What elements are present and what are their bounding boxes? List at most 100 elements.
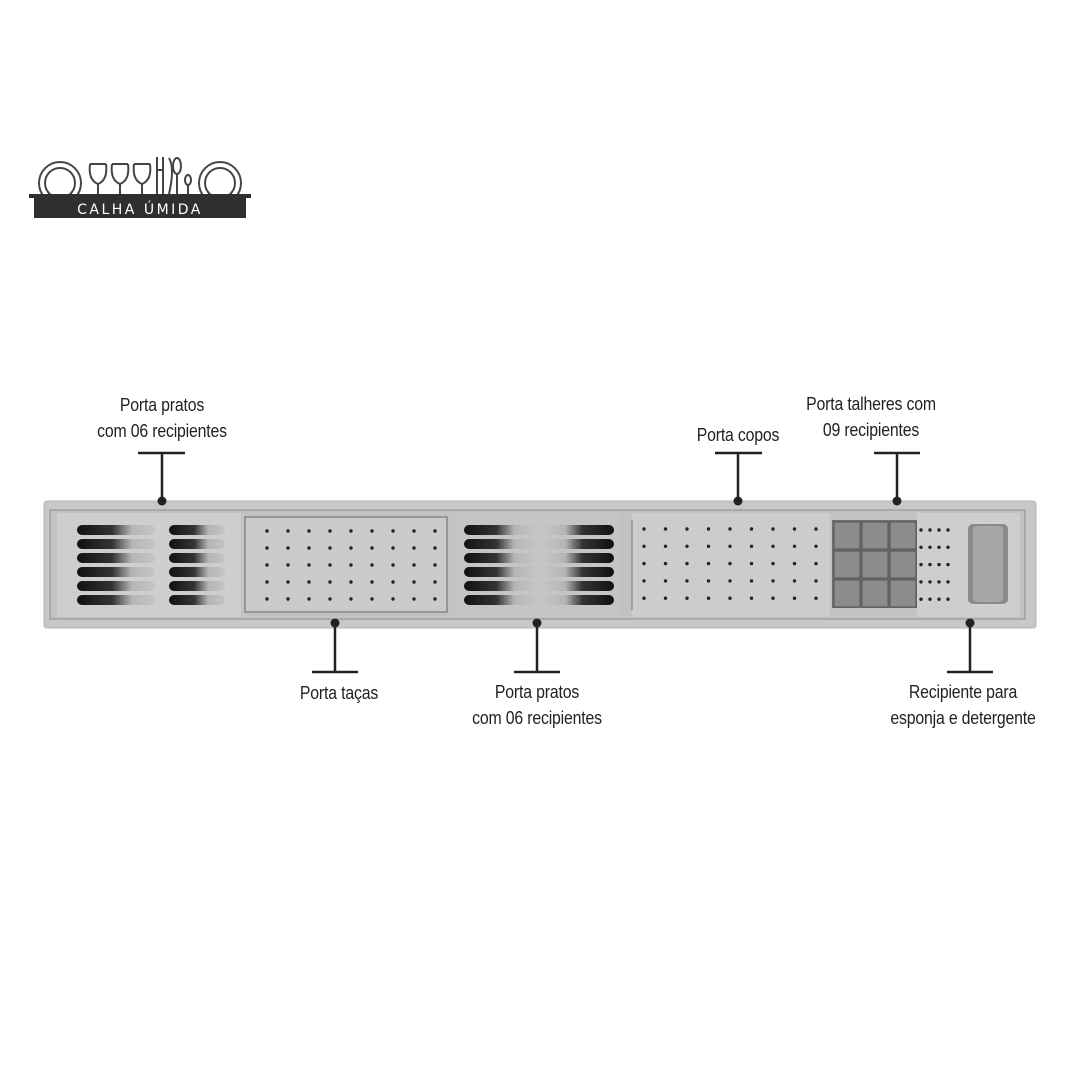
drain-hole bbox=[328, 563, 332, 567]
drain-hole bbox=[412, 597, 416, 601]
drain-hole bbox=[391, 580, 395, 584]
drain-hole bbox=[728, 596, 732, 600]
drain-hole bbox=[370, 546, 374, 550]
drain-hole bbox=[937, 545, 941, 549]
plate-slot bbox=[169, 595, 225, 605]
plate-slot bbox=[464, 581, 536, 591]
cutlery-compartment bbox=[889, 579, 917, 608]
drain-hole bbox=[928, 528, 932, 532]
drain-hole bbox=[391, 546, 395, 550]
drain-hole bbox=[663, 544, 668, 548]
plate-slot bbox=[169, 567, 225, 577]
callout-top-2-line1: Porta copos bbox=[696, 425, 780, 445]
drain-hole bbox=[792, 579, 797, 583]
drain-hole bbox=[349, 546, 353, 550]
plate-slot bbox=[169, 581, 225, 591]
drain-hole bbox=[412, 580, 416, 584]
plate-slot bbox=[544, 581, 614, 591]
plate-slot bbox=[77, 581, 155, 591]
drain-hole bbox=[370, 580, 374, 584]
plate-slot bbox=[464, 525, 536, 535]
drain-hole bbox=[286, 546, 290, 550]
cutlery-compartment bbox=[889, 521, 917, 550]
drain-hole bbox=[328, 597, 332, 601]
drain-hole bbox=[642, 596, 646, 600]
logo-text: CALHA ÚMIDA bbox=[77, 200, 203, 218]
drain-hole bbox=[685, 544, 689, 548]
callout-bottom-1: Porta taças bbox=[300, 680, 378, 706]
callout-top-1: Porta pratos com 06 recipientes bbox=[97, 392, 227, 444]
drain-hole bbox=[814, 579, 818, 583]
plate-slot bbox=[544, 539, 614, 549]
drain-hole bbox=[370, 529, 374, 533]
drain-hole bbox=[307, 580, 311, 584]
callout-bottom-3-line2: esponja e detergente bbox=[890, 708, 1036, 728]
glass-holder bbox=[244, 516, 448, 613]
drain-hole bbox=[919, 528, 923, 532]
drain-hole bbox=[307, 529, 311, 533]
drain-hole bbox=[412, 529, 416, 533]
drain-hole bbox=[946, 580, 950, 584]
callout-bottom-3-line1: Recipiente para bbox=[908, 682, 1018, 702]
drain-hole bbox=[749, 579, 754, 583]
callout-bottom-1-line1: Porta taças bbox=[299, 683, 379, 703]
drain-hole bbox=[349, 580, 353, 584]
callout-bottom-2-line2: com 06 recipientes bbox=[472, 708, 602, 728]
cutlery-compartment bbox=[833, 550, 861, 579]
callout-dot bbox=[330, 618, 340, 628]
plate-slot bbox=[77, 553, 155, 563]
drain-hole bbox=[946, 545, 950, 549]
drain-hole bbox=[749, 544, 754, 548]
callout-dot bbox=[157, 496, 167, 506]
callout-top-3: Porta talheres com 09 recipientes bbox=[806, 391, 936, 443]
callout-bottom-3: Recipiente para esponja e detergente bbox=[890, 679, 1035, 731]
drain-hole bbox=[286, 529, 290, 533]
drain-hole bbox=[663, 561, 668, 566]
drain-hole bbox=[642, 527, 646, 531]
callout-lines bbox=[138, 451, 993, 674]
tray bbox=[43, 500, 1037, 629]
drain-hole bbox=[663, 579, 668, 583]
drain-hole bbox=[771, 527, 775, 531]
drain-hole bbox=[706, 544, 711, 548]
callout-top-3-line2: 09 recipientes bbox=[822, 420, 920, 440]
callout-dot bbox=[965, 618, 975, 628]
drain-hole bbox=[749, 561, 754, 566]
plate-slot bbox=[544, 567, 614, 577]
drain-hole bbox=[412, 563, 416, 567]
drain-hole bbox=[685, 527, 689, 531]
drain-hole bbox=[928, 597, 932, 601]
drain-hole bbox=[391, 597, 395, 601]
drain-hole bbox=[771, 544, 775, 548]
callout-top-2: Porta copos bbox=[697, 422, 780, 448]
drain-hole bbox=[370, 597, 374, 601]
drain-hole bbox=[685, 579, 689, 583]
plate-slot bbox=[464, 567, 536, 577]
drain-hole bbox=[307, 563, 311, 567]
callout-bottom-2-line1: Porta pratos bbox=[494, 682, 580, 702]
drain-hole bbox=[928, 580, 932, 584]
plate-slot bbox=[169, 553, 225, 563]
drain-hole bbox=[642, 561, 646, 566]
drain-hole bbox=[307, 597, 311, 601]
drain-hole bbox=[946, 597, 950, 601]
drain-hole bbox=[286, 563, 290, 567]
drain-hole bbox=[919, 562, 923, 567]
plate-slot bbox=[464, 553, 536, 563]
drain-hole bbox=[771, 579, 775, 583]
drain-hole bbox=[349, 563, 353, 567]
drain-hole bbox=[792, 544, 797, 548]
plate-slot bbox=[544, 553, 614, 563]
drain-hole bbox=[749, 596, 754, 600]
drain-hole bbox=[391, 529, 395, 533]
plate-slot bbox=[77, 595, 155, 605]
drain-hole bbox=[642, 544, 646, 548]
drain-hole bbox=[771, 561, 775, 566]
drain-hole bbox=[928, 562, 932, 567]
drain-hole bbox=[792, 527, 797, 531]
drain-hole bbox=[265, 546, 269, 550]
drain-hole bbox=[349, 597, 353, 601]
drain-hole bbox=[412, 546, 416, 550]
drain-hole bbox=[946, 528, 950, 532]
